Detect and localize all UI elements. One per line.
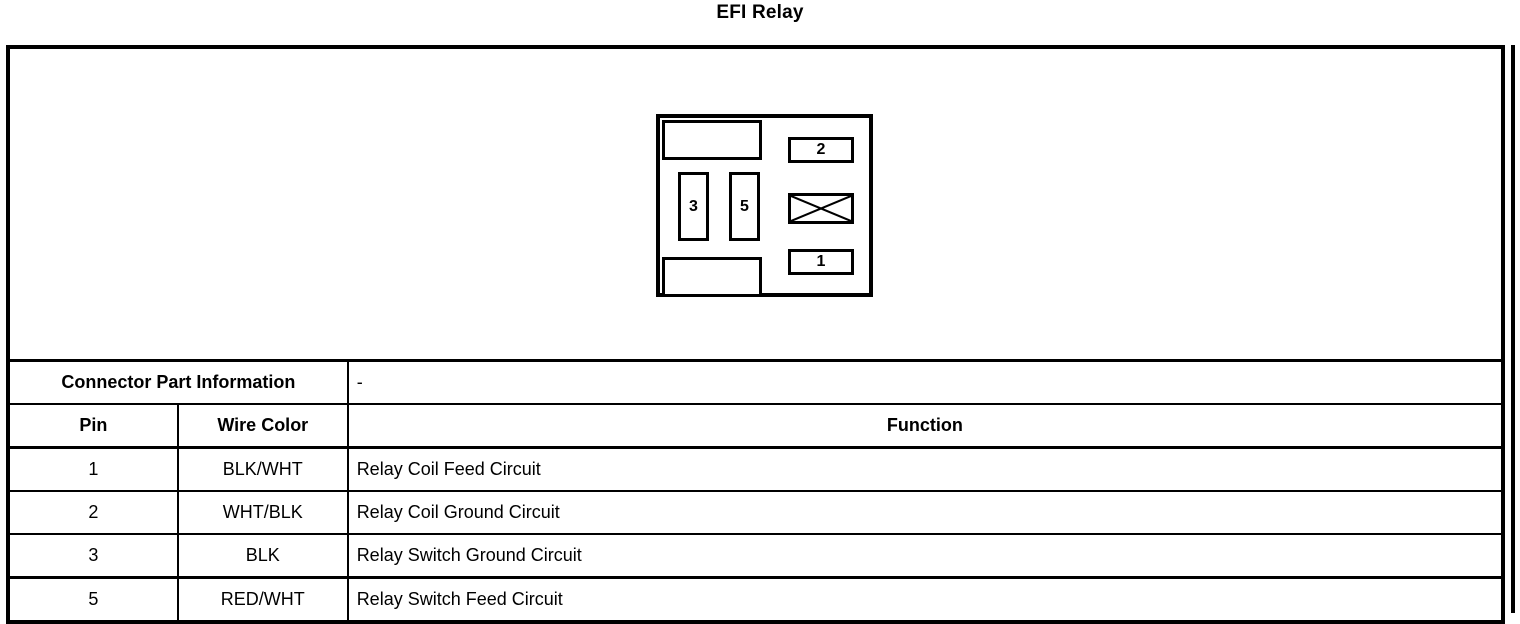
column-header-wire-color: Wire Color bbox=[176, 403, 349, 449]
frame-outer-right-rule bbox=[1511, 45, 1515, 613]
cell-function: Relay Switch Ground Circuit bbox=[346, 533, 1506, 579]
cavity-pin-1-label: 1 bbox=[816, 253, 826, 270]
cavity-pin-2-label: 2 bbox=[816, 141, 826, 158]
cell-function: Relay Switch Feed Circuit bbox=[346, 576, 1506, 624]
cell-wire-color: WHT/BLK bbox=[176, 490, 349, 535]
connector-pinout-table: Connector Part Information - Pin Wire Co… bbox=[6, 359, 1506, 624]
table-row: 5 RED/WHT Relay Switch Feed Circuit bbox=[6, 576, 1506, 624]
cell-pin: 3 bbox=[6, 533, 179, 579]
connector-body-outline: 3 5 2 1 bbox=[656, 114, 873, 297]
cavity-pin-3: 3 bbox=[678, 172, 709, 241]
cell-function: Relay Coil Ground Circuit bbox=[346, 490, 1506, 535]
cell-pin: 5 bbox=[6, 576, 179, 624]
column-header-function: Function bbox=[346, 403, 1506, 449]
table-row-connector-part-information: Connector Part Information - bbox=[6, 359, 1506, 405]
cell-function: Relay Coil Feed Circuit bbox=[346, 446, 1506, 492]
table-row: 1 BLK/WHT Relay Coil Feed Circuit bbox=[6, 446, 1506, 492]
cavity-blocked-x-icon bbox=[788, 193, 854, 224]
connector-keyway-top-left bbox=[662, 120, 762, 160]
column-header-pin: Pin bbox=[6, 403, 179, 449]
table-header-row: Pin Wire Color Function bbox=[6, 403, 1506, 449]
cell-pin: 1 bbox=[6, 446, 179, 492]
cell-wire-color: BLK/WHT bbox=[176, 446, 349, 492]
cavity-pin-3-label: 3 bbox=[689, 197, 698, 215]
connector-part-information-label: Connector Part Information bbox=[6, 359, 349, 405]
table-row: 2 WHT/BLK Relay Coil Ground Circuit bbox=[6, 490, 1506, 535]
cell-wire-color: RED/WHT bbox=[176, 576, 349, 624]
connector-keyway-bottom-left bbox=[662, 257, 762, 297]
table-row: 3 BLK Relay Switch Ground Circuit bbox=[6, 533, 1506, 579]
connector-diagram-region: 3 5 2 1 bbox=[10, 49, 1501, 361]
cell-pin: 2 bbox=[6, 490, 179, 535]
cavity-pin-1: 1 bbox=[788, 249, 854, 275]
page-title: EFI Relay bbox=[716, 2, 804, 23]
cavity-pin-5: 5 bbox=[729, 172, 760, 241]
cavity-pin-2: 2 bbox=[788, 137, 854, 163]
cavity-pin-5-label: 5 bbox=[740, 197, 749, 215]
connector-part-information-value: - bbox=[346, 359, 1506, 405]
cell-wire-color: BLK bbox=[176, 533, 349, 579]
